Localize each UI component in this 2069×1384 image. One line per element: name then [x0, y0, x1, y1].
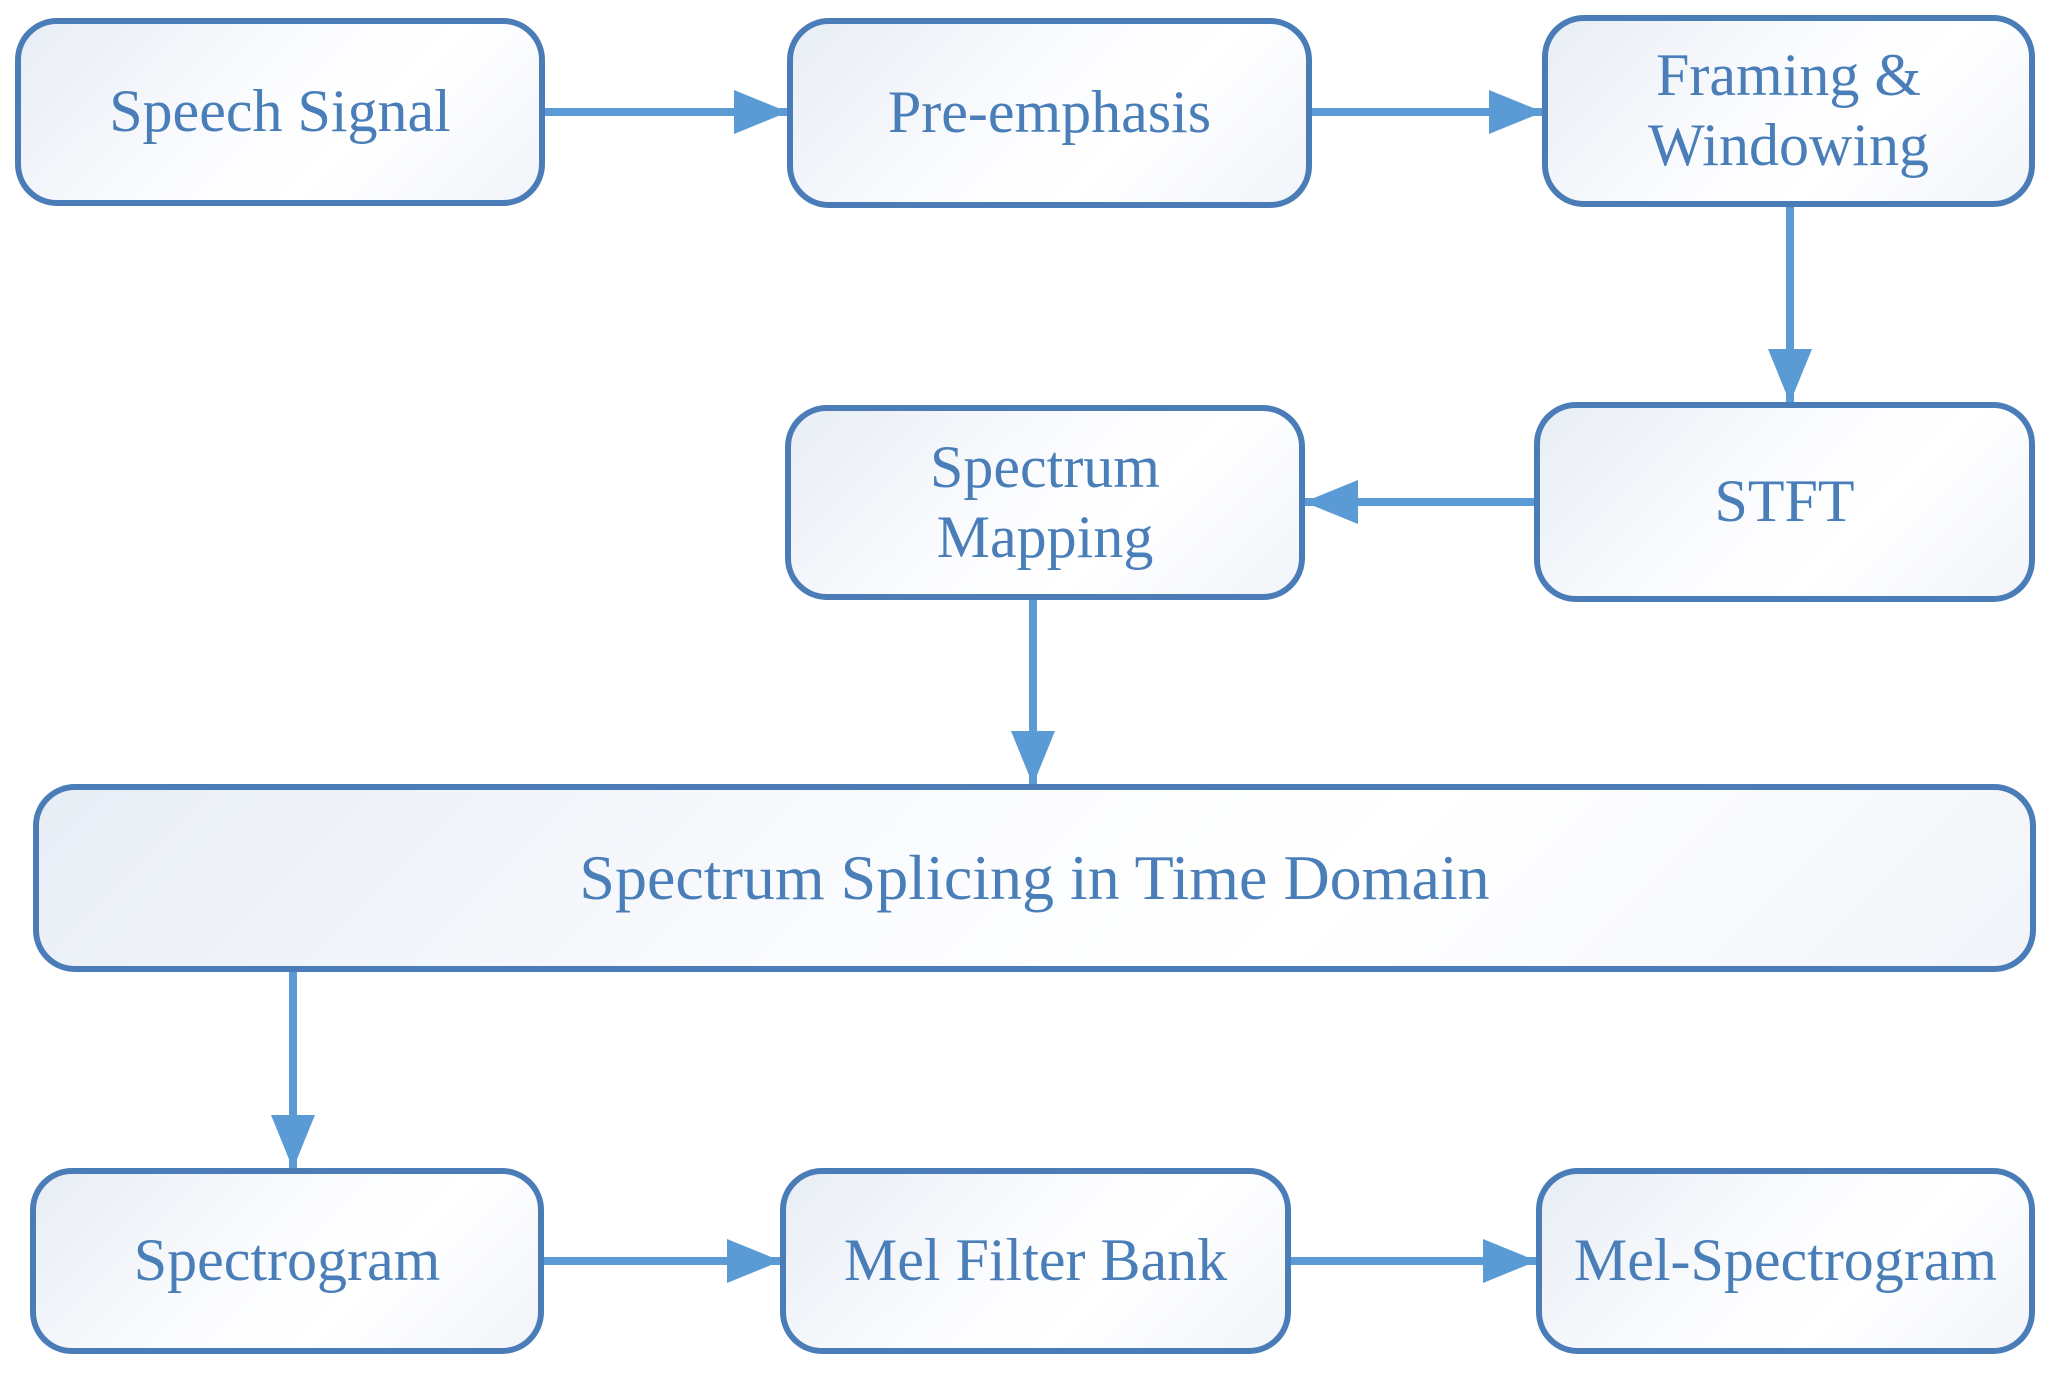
node-spectrum-splicing-in-time-domain: Spectrum Splicing in Time Domain — [33, 784, 2036, 972]
node-speech-signal: Speech Signal — [15, 18, 545, 206]
node-stft: STFT — [1534, 402, 2035, 602]
node-mel-filter-bank: Mel Filter Bank — [780, 1168, 1291, 1354]
node-spectrogram: Spectrogram — [30, 1168, 544, 1354]
node-mel-spectrogram: Mel-Spectrogram — [1536, 1168, 2035, 1354]
node-framing-windowing: Framing & Windowing — [1542, 15, 2035, 207]
node-spectrum-mapping: Spectrum Mapping — [785, 405, 1305, 600]
node-pre-emphasis: Pre-emphasis — [787, 18, 1312, 208]
